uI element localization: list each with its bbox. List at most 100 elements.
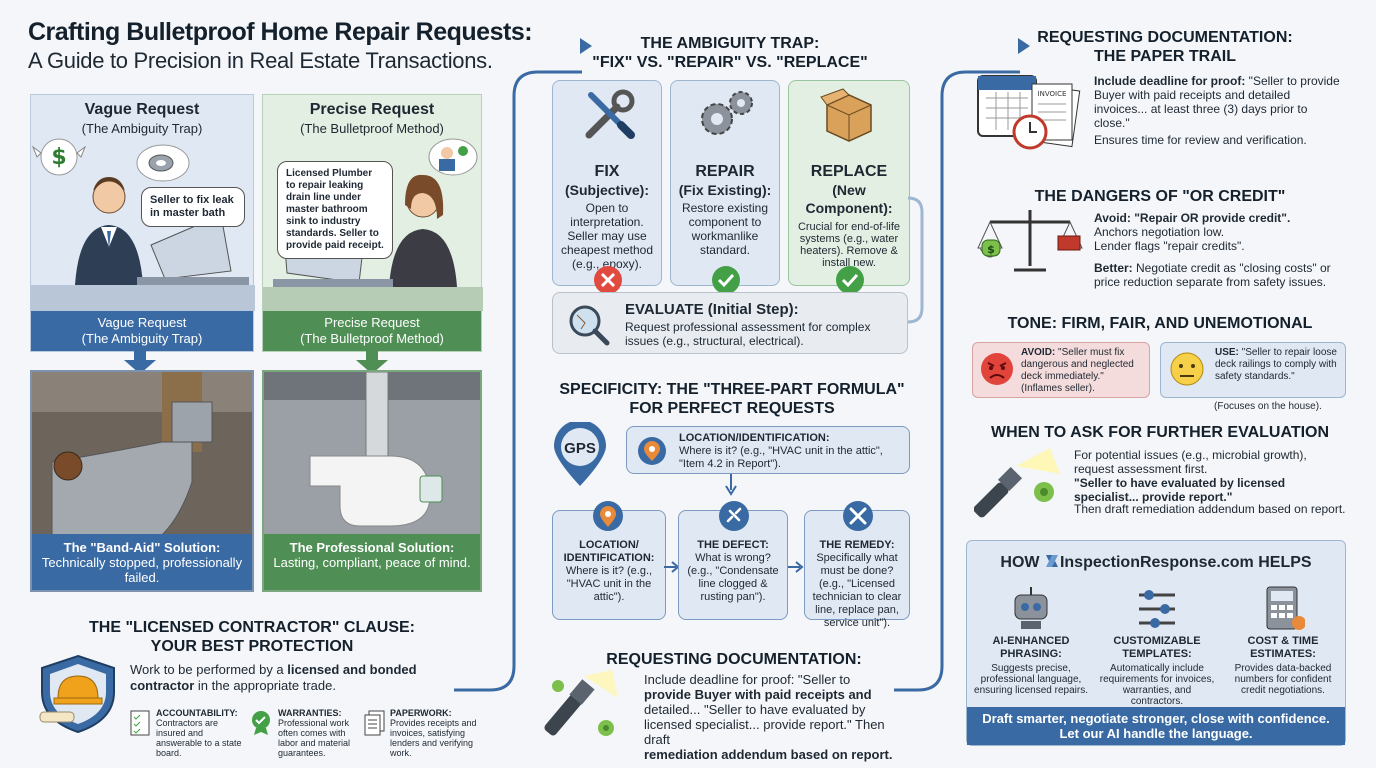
vague-band-sub: (The Ambiguity Trap)	[81, 331, 203, 346]
vague-illustration: $	[31, 138, 255, 311]
flow-connector-right	[894, 38, 1030, 692]
robot-icon	[1014, 587, 1048, 629]
top-location-box: LOCATION/IDENTIFICATION: Where is it? (e…	[626, 426, 910, 474]
down-arrow-precise	[356, 350, 388, 374]
vague-request-panel: Vague Request (The Ambiguity Trap) $	[30, 94, 255, 352]
businesswoman-figure	[389, 174, 457, 287]
specificity-heading: SPECIFICITY: THE "THREE-PART FORMULA" FO…	[556, 380, 908, 418]
defect-text: What is wrong? (e.g., "Condensate line c…	[687, 552, 779, 603]
down-arrow-vague	[124, 350, 156, 374]
svg-text:$: $	[987, 243, 995, 256]
licensed-text: Work to be performed by a licensed and b…	[130, 662, 417, 693]
repair-card: REPAIR (Fix Existing): Restore existing …	[670, 80, 780, 294]
dangers-better: Better: Negotiate credit as "closing cos…	[1094, 261, 1331, 289]
replace-card: REPLACE (New Component): Crucial for end…	[788, 80, 910, 294]
replace-title: REPLACE	[810, 163, 888, 180]
professional-caption-text: Lasting, compliant, peace of mind.	[273, 555, 471, 570]
remedy-text: Specifically what must be done? (e.g., "…	[812, 552, 902, 629]
calendar-invoice-icon: INVOICE	[977, 75, 1081, 150]
further-heading: WHEN TO ASK FOR FURTHER EVALUATION	[990, 424, 1330, 441]
page-subtitle: A Guide to Precision in Real Estate Tran…	[28, 48, 493, 73]
magnifier-icon	[569, 305, 610, 346]
helps-panel: HOW InspectionResponse.com HELPS AI-ENHA…	[966, 540, 1346, 746]
money-wings-icon: $	[31, 138, 87, 176]
fix-card: FIX (Subjective): Open to interpretation…	[552, 80, 662, 294]
box-icon	[820, 88, 872, 142]
shield-helmet-icon	[39, 654, 115, 734]
gps-pin-icon	[554, 422, 606, 486]
evaluate-text: Request professional assessment for comp…	[625, 320, 871, 348]
professional-caption: The Professional Solution: Lasting, comp…	[264, 534, 480, 590]
businessman-figure	[75, 177, 143, 285]
documents-icon	[364, 710, 385, 736]
vague-band-title: Vague Request	[97, 315, 187, 330]
licensed-heading-1: THE "LICENSED CONTRACTOR" CLAUSE:	[89, 619, 415, 636]
paper-trail-heading: REQUESTING DOCUMENTATION: THE PAPER TRAI…	[1010, 28, 1320, 66]
brand-logo-icon	[1045, 555, 1058, 567]
band-aid-caption-title: The "Band-Aid" Solution:	[63, 540, 221, 555]
plumber-thought-icon	[428, 138, 478, 176]
tone-avoid-box: AVOID: "Seller must fix dangerous and ne…	[972, 342, 1150, 398]
helps-band-2: Let our AI handle the language.	[1059, 726, 1253, 741]
repair-sub: (Fix Existing):	[678, 182, 772, 198]
defect-title: THE DEFECT:	[697, 539, 769, 551]
ambiguity-heading: THE AMBIGUITY TRAP: "FIX" VS. "REPAIR" V…	[560, 34, 900, 72]
helps-band: Draft smarter, negotiate stronger, close…	[967, 707, 1345, 745]
req-doc-text: Include deadline for proof: "Seller to p…	[644, 672, 893, 762]
calculator-icon	[1266, 586, 1305, 630]
helps-col-templates: CUSTOMIZABLE TEMPLATES: Automatically in…	[1097, 585, 1217, 707]
remedy-box: THE REMEDY: Specifically what must be do…	[804, 501, 910, 629]
repair-title: REPAIR	[695, 163, 755, 180]
helps-brand: InspectionResponse.com	[1059, 554, 1254, 571]
replace-sub: (New Component):	[805, 182, 893, 216]
dangers-heading: THE DANGERS OF "OR CREDIT"	[1034, 188, 1286, 205]
tone-use-text: USE: "Seller to repair loose deck railin…	[1215, 347, 1337, 382]
down-arrow-small	[725, 474, 737, 496]
precise-subtitle: (The Bulletproof Method)	[300, 121, 444, 136]
fix-text: Open to interpretation. Seller may use c…	[560, 201, 654, 271]
paper-trail-heading-2: THE PAPER TRAIL	[1094, 48, 1236, 65]
neutral-face-icon	[1170, 352, 1204, 386]
defect-box: THE DEFECT: What is wrong? (e.g., "Conde…	[678, 501, 788, 620]
repair-text: Restore existing component to workmanlik…	[681, 201, 769, 257]
location-text: Where is it? (e.g., "HVAC unit in the at…	[565, 565, 653, 603]
tone-heading: TONE: FIRM, FAIR, AND UNEMOTIONAL	[1007, 315, 1313, 332]
req-doc-heading: REQUESTING DOCUMENTATION:	[606, 651, 862, 668]
flow-connector-left	[454, 38, 592, 692]
broken-link-icon	[719, 501, 749, 531]
sliders-icon	[1139, 590, 1175, 628]
badge-check-icon	[252, 711, 270, 735]
gears-icon	[701, 91, 753, 135]
replace-to-evaluate-connector	[907, 196, 924, 324]
svg-text:$: $	[51, 145, 66, 170]
paper-trail-heading-1: REQUESTING DOCUMENTATION:	[1037, 29, 1293, 46]
licensed-heading-2: YOUR BEST PROTECTION	[150, 638, 354, 655]
remedy-title: THE REMEDY:	[819, 539, 895, 551]
wrench-screwdriver-icon	[585, 89, 635, 139]
precise-request-panel: Precise Request (The Bulletproof Method)…	[262, 94, 483, 352]
evaluate-title: EVALUATE (Initial Step):	[625, 301, 799, 318]
tone-avoid-text: AVOID: "Seller must fix dangerous and ne…	[1021, 347, 1134, 394]
precise-band: Precise Request (The Bulletproof Method)	[263, 311, 481, 351]
precise-speech-bubble: Licensed Plumber to repair leaking drain…	[277, 161, 393, 259]
helps-col-estimates: COST & TIME ESTIMATES: Provides data-bac…	[1223, 585, 1343, 696]
specificity-heading-1: SPECIFICITY: THE "THREE-PART FORMULA"	[559, 381, 905, 398]
helps-band-1: Draft smarter, negotiate stronger, close…	[982, 711, 1330, 726]
new-pipe-image	[264, 372, 480, 542]
specificity-heading-2: FOR PERFECT REQUESTS	[629, 400, 835, 417]
gps-label: GPS	[564, 440, 596, 457]
band-aid-caption: The "Band-Aid" Solution: Technically sto…	[32, 534, 252, 590]
checkmark-icon	[836, 266, 864, 294]
vague-subtitle: (The Ambiguity Trap)	[81, 121, 203, 136]
map-pin-icon	[593, 501, 623, 531]
helps-col-ai: AI-ENHANCED PHRASING: Suggests precise, …	[971, 585, 1091, 696]
scale-money-icon: $	[977, 210, 1083, 272]
band-aid-caption-text: Technically stopped, professionally fail…	[41, 555, 243, 585]
flashlight-virus-icon	[974, 448, 1060, 518]
location-title: LOCATION/ IDENTIFICATION:	[563, 539, 655, 564]
vague-title: Vague Request	[84, 101, 200, 118]
taped-pipe-image	[32, 372, 252, 553]
top-location-title: LOCATION/IDENTIFICATION:	[679, 432, 830, 444]
page-title: Crafting Bulletproof Home Repair Request…	[28, 18, 533, 46]
top-location-text: Where is it? (e.g., "HVAC unit in the at…	[679, 445, 883, 470]
